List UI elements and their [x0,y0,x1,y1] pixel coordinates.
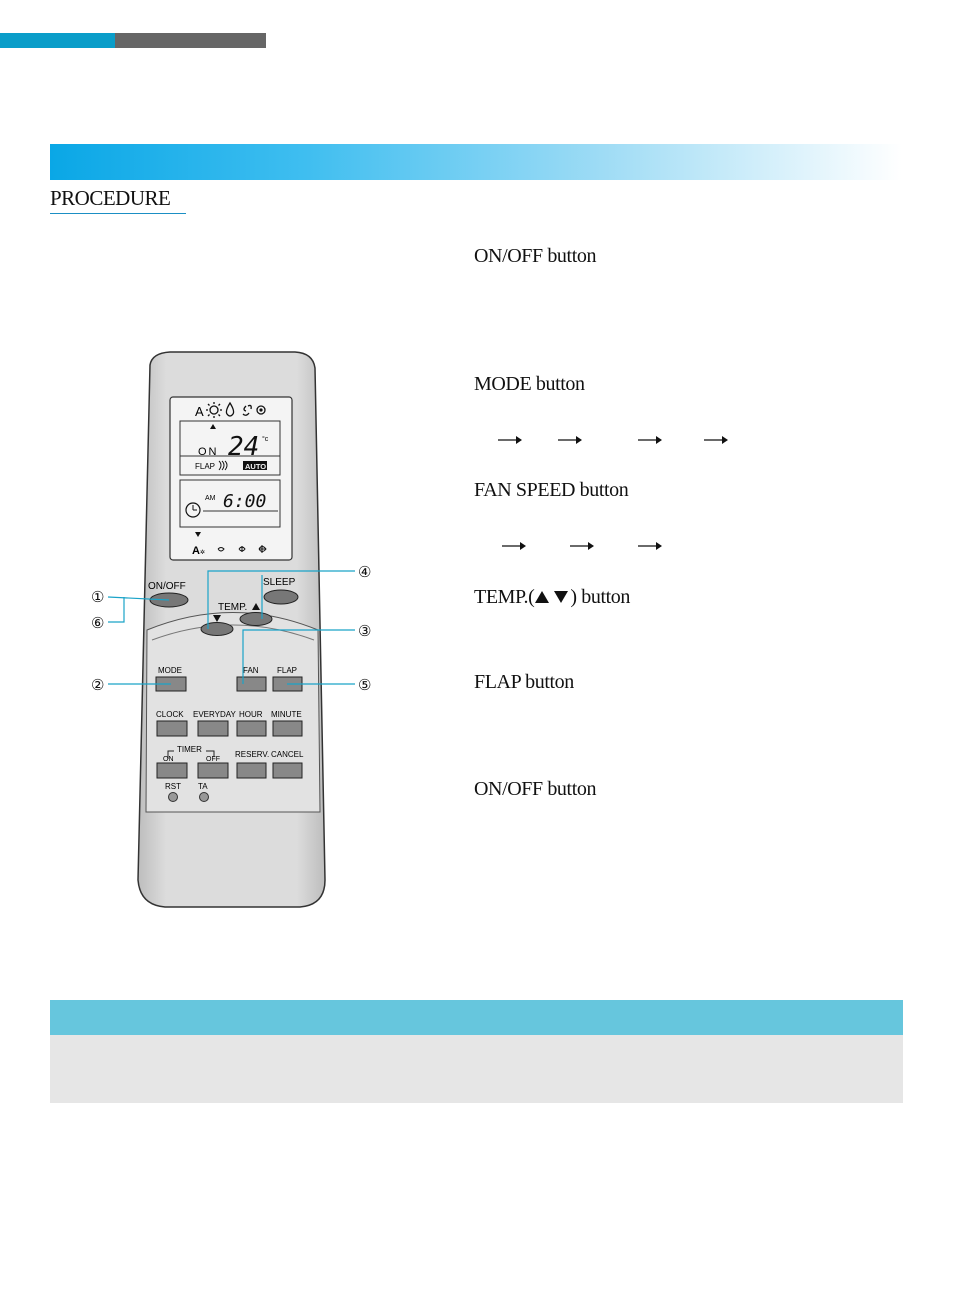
fan-speed-high-icon [258,545,267,553]
lcd-temperature-value: 24 [228,432,259,462]
everyday-button-label: EVERYDAY [193,710,236,719]
flap-swing-icon [218,460,228,471]
mode-sequence-arrows [498,436,728,444]
step-temp-label-prefix: TEMP.( [474,586,535,608]
temp-up-button[interactable] [239,612,273,626]
arrow-right-icon [656,542,662,550]
reserv-button-label: RESERV. [235,750,269,759]
step-mode-label: MODE button [474,373,585,395]
remote-control-illustration: A ON 24 °c FLAP AUTO AM 6:00 A ✲ ON/OFF … [91,351,371,908]
lcd-temperature-unit: °c [262,435,269,443]
arrow-right-icon [516,436,522,444]
cool-mode-icon [206,402,222,418]
procedure-heading: PROCEDURE [50,186,186,214]
lcd-on-text: ON [198,446,219,458]
note-header-band [50,1000,903,1035]
step-on-off-again-label: ON/OFF button [474,778,597,800]
clock-button-label: CLOCK [156,710,184,719]
timer-on-button[interactable] [156,762,188,779]
step-flap-label: FLAP button [474,671,574,693]
lcd-up-indicator-icon [210,424,216,429]
cancel-button[interactable] [272,762,303,779]
on-off-button-label: ON/OFF [148,581,186,592]
lcd-clock-window [179,479,281,528]
arrow-right-icon [656,436,662,444]
sleep-button[interactable] [263,589,299,605]
flap-button-label: FLAP [277,666,297,675]
timer-off-label: OFF [206,756,220,763]
sleep-button-label: SLEEP [263,577,296,588]
callout-lines [107,570,355,685]
ta-button-label: TA [198,782,208,791]
rst-button[interactable] [168,792,178,802]
fan-mode-icon [242,404,252,416]
callout-5: ⑤ [358,677,371,694]
lcd-down-indicator-icon [195,532,201,537]
lcd-flap-text: FLAP [195,462,215,471]
everyday-button[interactable] [197,720,229,737]
temp-down-button[interactable] [200,622,234,636]
dry-mode-drop-icon [225,401,235,417]
up-down-triangle-icon [535,591,569,603]
reserv-button[interactable] [236,762,267,779]
ta-button[interactable] [199,792,209,802]
callout-4: ④ [358,564,371,581]
header-accent-bar-blue [0,33,115,48]
step-temp-label: TEMP.( ) button [474,586,630,609]
arrow-right-icon [722,436,728,444]
lcd-fan-auto-letter: A [192,545,200,557]
step-on-off-label: ON/OFF button [474,245,597,267]
fan-sequence-arrows [502,542,662,550]
minute-button[interactable] [272,720,303,737]
temp-button-label: TEMP. [218,602,247,613]
fan-button[interactable] [236,676,267,692]
arrow-right-icon [588,542,594,550]
fan-auto-small-icon: ✲ [200,549,205,556]
lcd-upper-window [179,420,281,476]
callout-6: ⑥ [91,615,104,632]
lcd-time-value: 6:00 [223,491,266,512]
timer-bracket [167,750,215,759]
timer-on-label: ON [163,756,174,763]
callout-3: ③ [358,623,371,640]
callout-2: ② [91,677,104,694]
hour-button[interactable] [236,720,267,737]
fan-speed-mid-icon [238,546,246,552]
arrow-right-icon [520,542,526,550]
hour-button-label: HOUR [239,710,263,719]
timer-off-button[interactable] [197,762,229,779]
callout-1: ① [91,589,104,606]
lcd-auto-text: AUTO [245,462,266,471]
fan-speed-low-icon [217,547,225,552]
header-accent-bar-gray [115,33,266,48]
temp-down-arrow-icon [213,615,221,622]
clock-button[interactable] [156,720,188,737]
timer-group-label: TIMER [177,745,202,754]
heat-mode-sun-icon [256,405,266,415]
temp-up-arrow-icon [252,603,260,610]
note-body-panel [50,1035,903,1103]
mode-auto-letter: A [195,404,204,419]
fan-button-label: FAN [243,666,259,675]
step-fan-speed-label: FAN SPEED button [474,479,629,501]
lcd-auto-badge [243,461,267,470]
lcd-frame [169,396,293,561]
mode-button-label: MODE [158,666,182,675]
section-title-band [50,144,902,180]
cancel-button-label: CANCEL [271,750,304,759]
arrow-right-icon [576,436,582,444]
minute-button-label: MINUTE [271,710,302,719]
rst-button-label: RST [165,782,181,791]
clock-icon [185,502,201,518]
step-temp-label-suffix: ) button [570,586,630,608]
lcd-am-text: AM [205,495,216,502]
